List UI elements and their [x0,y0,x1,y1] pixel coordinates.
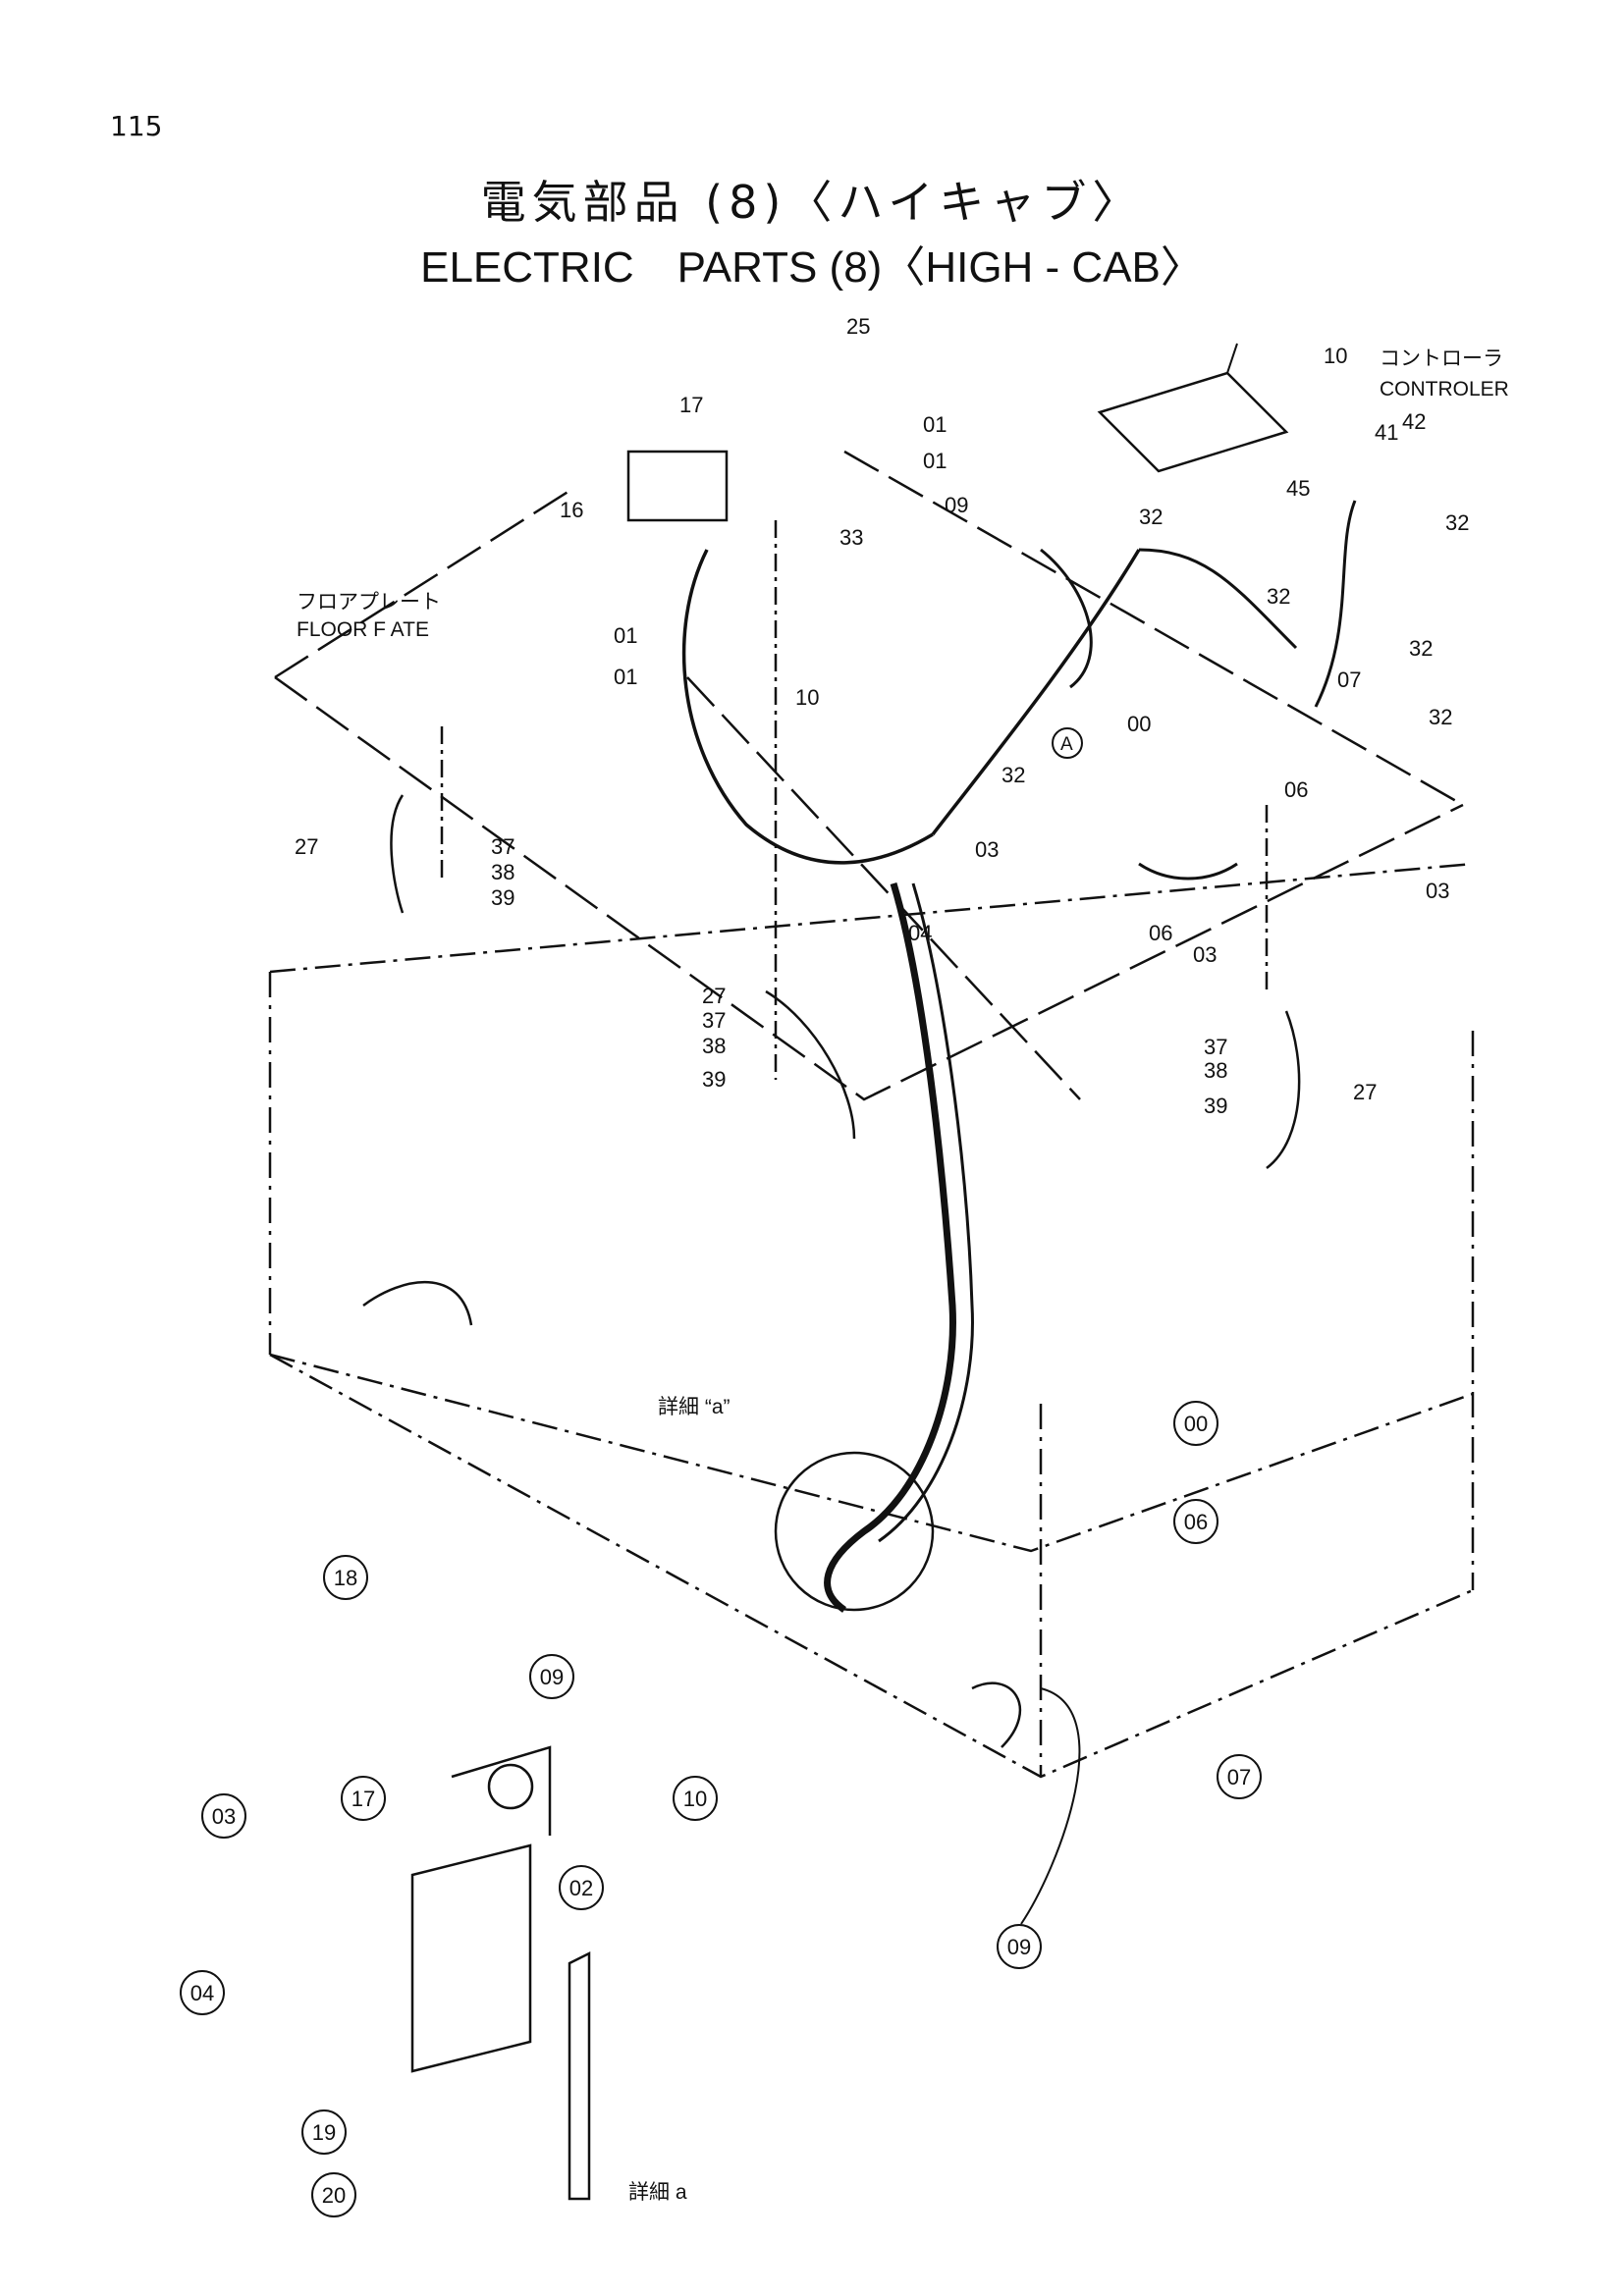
callout-45-label: 45 [1286,476,1310,501]
callout-00-label: 00 [1127,712,1151,736]
callout-02-label: 02 [569,1876,593,1900]
circled-callout-17: 17 [341,1776,386,1821]
callout-03-label: 03 [212,1804,236,1829]
callout-circle [301,2109,347,2155]
callout-01-label: 01 [614,665,637,689]
callout-circle [341,1776,386,1821]
callout-37-label: 37 [491,834,514,859]
circled-callout-00: 00 [1173,1401,1218,1446]
callout-17-label: 17 [679,393,703,417]
callout-32-label: 32 [1139,505,1163,529]
callout-41-label: 41 [1375,420,1398,445]
floor-plate-label-jp: フロアプレート [297,591,441,614]
callout-33-label: 33 [839,525,863,550]
circled-callout-04: 04 [180,1970,225,2015]
circled-callouts: 00 06 07 18 09 10 17 03 02 04 09 19 20 [180,1401,1262,2217]
callout-38-label: 38 [702,1034,726,1058]
circled-callout-09: 09 [997,1924,1042,1969]
circled-callout-10: 10 [673,1776,718,1821]
page-title-en: ELECTRIC PARTS (8)〈HIGH - CAB〉 [420,243,1204,292]
circled-callout-09: 09 [529,1654,574,1699]
callout-42-label: 42 [1402,409,1426,434]
callout-01-label: 01 [614,623,637,648]
callout-06-label: 06 [1149,921,1172,945]
callout-04-label: 04 [908,921,932,945]
callout-07-label: 07 [1227,1765,1251,1789]
circled-callout-18: 18 [323,1555,368,1600]
callout-10-label: 10 [683,1787,707,1811]
callout-circle [529,1654,574,1699]
callout-circle [559,1865,604,1910]
detail-reference-label: 詳細 “a” [658,1396,731,1418]
callout-circle [1173,1499,1218,1544]
callout-01-label: 01 [923,412,947,437]
callout-37-label: 37 [1204,1035,1227,1059]
callout-25-label: 25 [846,314,870,339]
callout-38-label: 38 [1204,1058,1227,1083]
callout-circle [311,2172,356,2217]
callout-38-label: 38 [491,860,514,884]
callout-circle [1217,1754,1262,1799]
page-title-jp: 電気部品 (8)〈ハイキャブ〉 [480,176,1144,229]
callout-03-label: 03 [1193,942,1217,967]
callout-27-label: 27 [1353,1080,1377,1104]
callout-circle [201,1793,246,1839]
callout-09-label: 09 [945,493,968,517]
callout-19-label: 19 [312,2120,336,2145]
callout-20-label: 20 [322,2183,346,2208]
callout-16-label: 16 [560,498,583,522]
callout-39-label: 39 [702,1067,726,1092]
circled-callout-02: 02 [559,1865,604,1910]
callout-32-label: 32 [1429,705,1452,729]
callout-18-label: 18 [334,1566,357,1590]
callout-37-label: 37 [702,1008,726,1033]
callout-17-label: 17 [352,1787,375,1811]
callout-03-label: 03 [1426,879,1449,903]
callout-10-label: 10 [1324,344,1347,368]
callout-circle [1173,1401,1218,1446]
callout-27-label: 27 [702,984,726,1008]
callout-32-label: 32 [1267,584,1290,609]
callout-09-label: 09 [540,1665,564,1689]
circled-callout-03: 03 [201,1793,246,1839]
callout-circle [673,1776,718,1821]
circled-callout-06: 06 [1173,1499,1218,1544]
callout-01-label: 01 [923,449,947,473]
callout-04-label: 04 [190,1981,214,2005]
callout-03-label: 03 [975,837,999,862]
circled-callout-20: 20 [311,2172,356,2217]
marker-a: A [1052,727,1083,759]
callout-39-label: 39 [491,885,514,910]
callout-00-label: 00 [1184,1412,1208,1436]
callout-circle [997,1924,1042,1969]
marker-a-text: A [1060,734,1073,755]
callout-09-label: 09 [1007,1935,1031,1959]
callout-06-label: 06 [1284,777,1308,802]
controller-label-jp: コントローラ [1380,347,1503,370]
controller-label-en: CONTROLER [1380,378,1509,400]
callout-07-label: 07 [1337,667,1361,692]
floor-plate-label-en: FLOOR F ATE [297,618,429,641]
detail-caption: 詳細 a [628,2181,687,2204]
circled-callout-07: 07 [1217,1754,1262,1799]
callout-10-label: 10 [795,685,819,710]
callout-32-label: 32 [1001,763,1025,787]
callout-32-label: 32 [1445,510,1469,535]
callout-32-label: 32 [1409,636,1433,661]
page-number: 115 [110,110,163,142]
callout-27-label: 27 [295,834,318,859]
callout-circle [323,1555,368,1600]
circled-callout-19: 19 [301,2109,347,2155]
callout-circle [180,1970,225,2015]
callout-39-label: 39 [1204,1094,1227,1118]
callout-06-label: 06 [1184,1510,1208,1534]
